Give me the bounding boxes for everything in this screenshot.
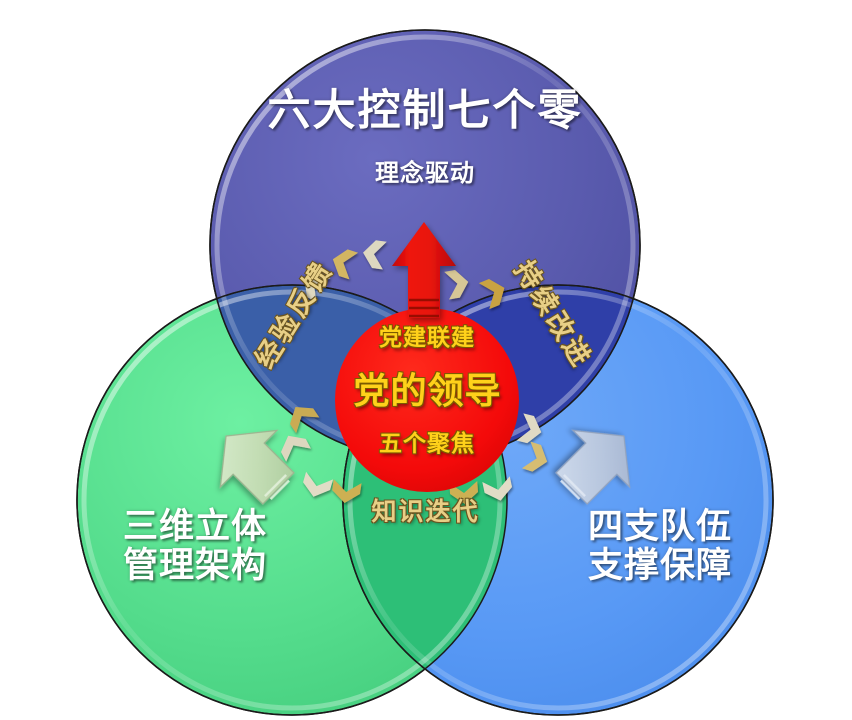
down-right-arrow-icon xyxy=(555,429,631,505)
chevron-icon xyxy=(281,435,311,462)
chevron-icon xyxy=(516,413,542,444)
chevron-icon xyxy=(521,441,548,472)
down-left-arrow-icon xyxy=(219,429,295,505)
up-arrow-icon xyxy=(392,222,456,318)
chevron-icon xyxy=(332,249,359,280)
chevron-icon xyxy=(444,270,469,300)
chevron-icon xyxy=(332,479,362,503)
chevron-icon xyxy=(304,272,331,303)
center-core-circle[interactable] xyxy=(335,308,519,492)
chevron-ring xyxy=(281,240,548,504)
chevron-icon xyxy=(363,240,387,270)
chevron-icon xyxy=(449,481,478,504)
chevron-icon xyxy=(478,279,505,310)
chevron-icon xyxy=(482,476,512,501)
chevron-icon xyxy=(303,471,334,497)
chevron-icon xyxy=(290,407,320,434)
